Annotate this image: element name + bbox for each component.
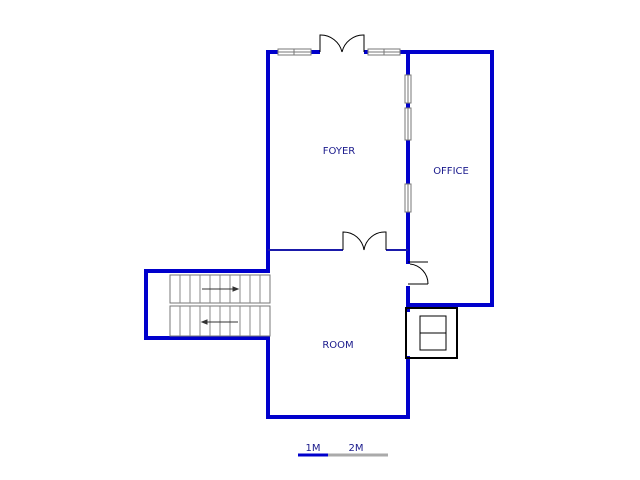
door-swing-right <box>341 34 365 53</box>
cupboard-outline <box>405 307 458 359</box>
scale-bar: 1M 2M <box>298 443 388 457</box>
arrow-head-right-icon <box>232 286 240 292</box>
window-north-left <box>277 48 312 56</box>
entrance-double-door <box>319 34 365 53</box>
outer-walls <box>266 50 494 419</box>
stair-direction-arrows <box>200 286 240 325</box>
window-north-right <box>367 48 401 56</box>
staircase <box>169 274 271 337</box>
stair-treads <box>179 275 261 336</box>
scale-label-1m: 1M <box>306 443 321 454</box>
door-swing-right <box>363 231 387 251</box>
scale-label-2m: 2M <box>349 443 364 454</box>
built-in-cupboard <box>405 307 458 359</box>
window-office-3 <box>404 183 412 213</box>
door-swing-left <box>342 231 365 251</box>
office-windows <box>404 74 412 213</box>
arrow-head-left-icon <box>200 319 208 325</box>
window-office-1 <box>404 74 412 104</box>
room-label-office: OFFICE <box>433 166 469 177</box>
door-swing <box>409 263 429 285</box>
stair-walls <box>144 269 270 340</box>
office-door <box>408 261 429 285</box>
room-label-room: ROOM <box>322 340 353 351</box>
door-swing-left <box>319 34 343 53</box>
north-windows <box>277 48 401 56</box>
foyer-room-double-door <box>342 231 387 251</box>
window-office-2 <box>404 107 412 141</box>
room-label-foyer: FOYER <box>323 146 356 157</box>
